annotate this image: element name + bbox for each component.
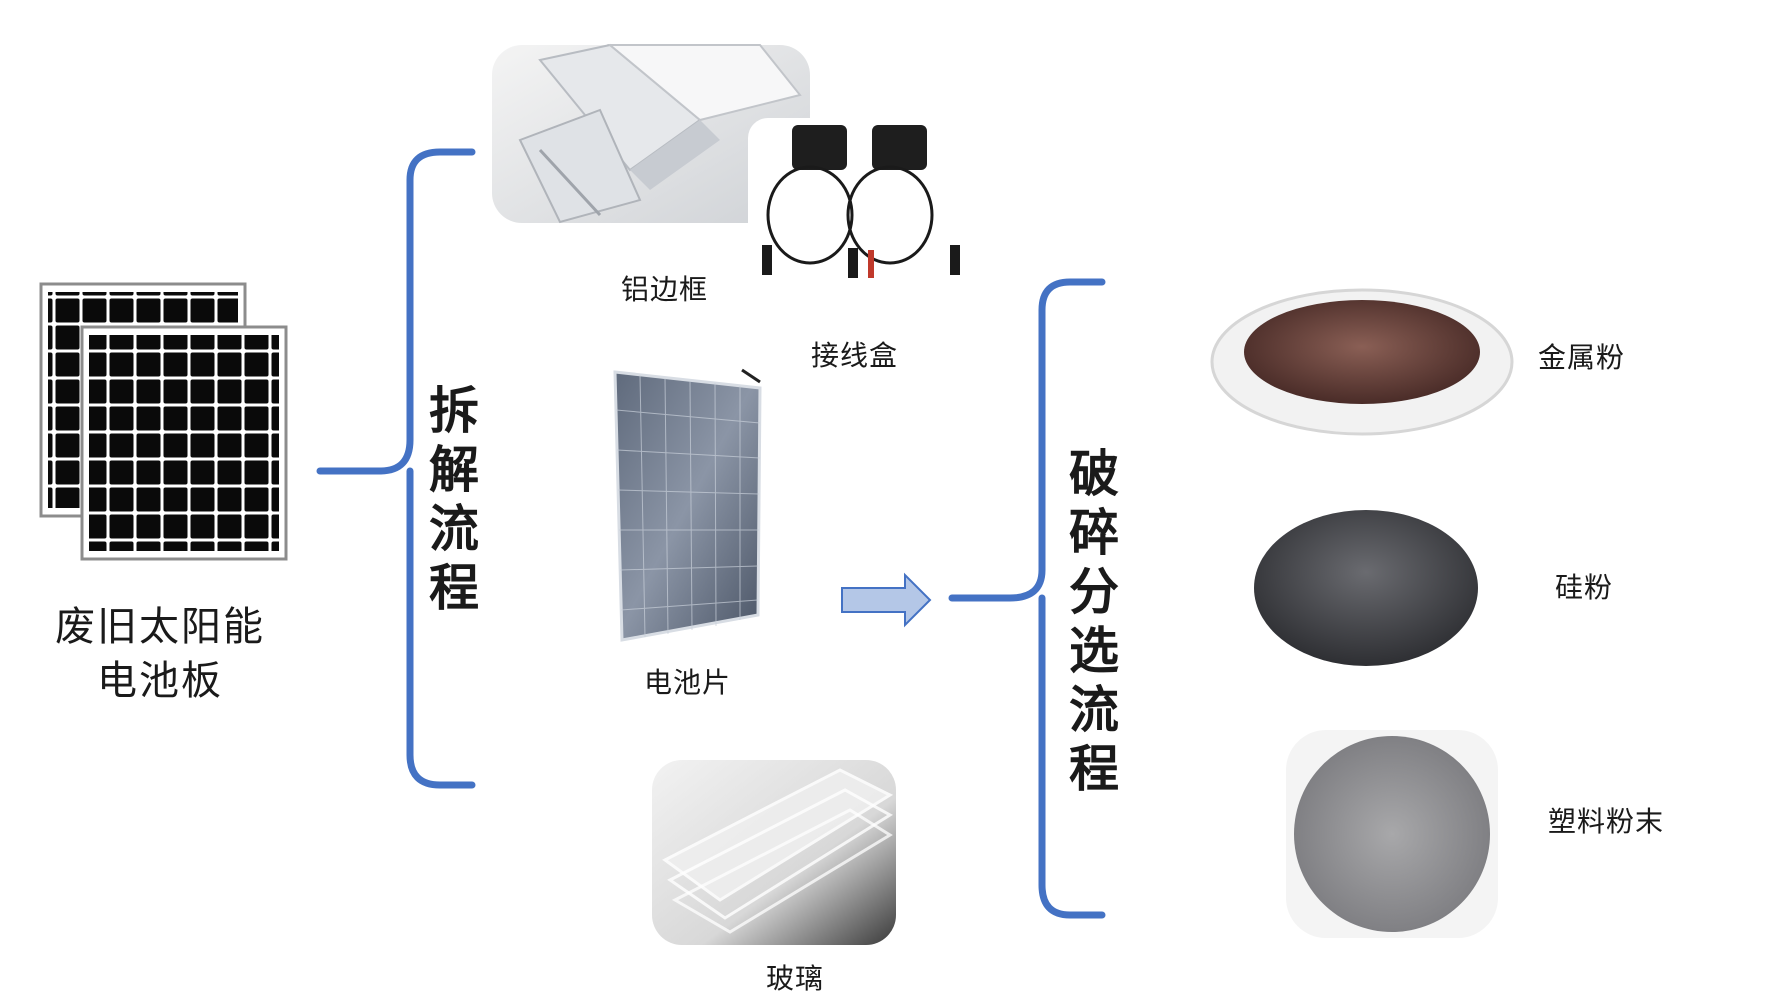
source-label-line2: 电池板 xyxy=(97,658,223,704)
component-label-glass: 玻璃 xyxy=(766,962,825,995)
junction-box-image xyxy=(748,118,963,288)
source-label: 废旧太阳能 电池板 xyxy=(30,600,290,708)
product-label-plastic-powder: 塑料粉末 xyxy=(1548,805,1665,838)
aluminum-frame-image xyxy=(492,43,810,224)
component-label-solar-cell: 电池片 xyxy=(644,666,732,699)
component-label-aluminum-frame: 铝边框 xyxy=(621,273,709,306)
stage2-label: 破碎分选流程 xyxy=(1069,445,1119,798)
plastic-powder-image xyxy=(1286,730,1498,938)
source-label-line1: 废旧太阳能 xyxy=(55,604,265,650)
silicon-powder-image xyxy=(1254,510,1478,666)
flow-arrow xyxy=(841,572,932,628)
crushing-sorting-bracket xyxy=(948,278,1106,919)
stage1-label: 拆解流程 xyxy=(429,382,479,617)
component-label-junction-box: 接线盒 xyxy=(811,339,899,372)
metal-powder-image xyxy=(1210,288,1514,436)
glass-image xyxy=(652,760,896,945)
solar-panel-image xyxy=(39,282,288,561)
disassembly-bracket xyxy=(316,148,476,789)
product-label-metal-powder: 金属粉 xyxy=(1538,341,1626,374)
product-label-silicon-powder: 硅粉 xyxy=(1555,571,1614,604)
solar-cell-image xyxy=(613,368,762,642)
